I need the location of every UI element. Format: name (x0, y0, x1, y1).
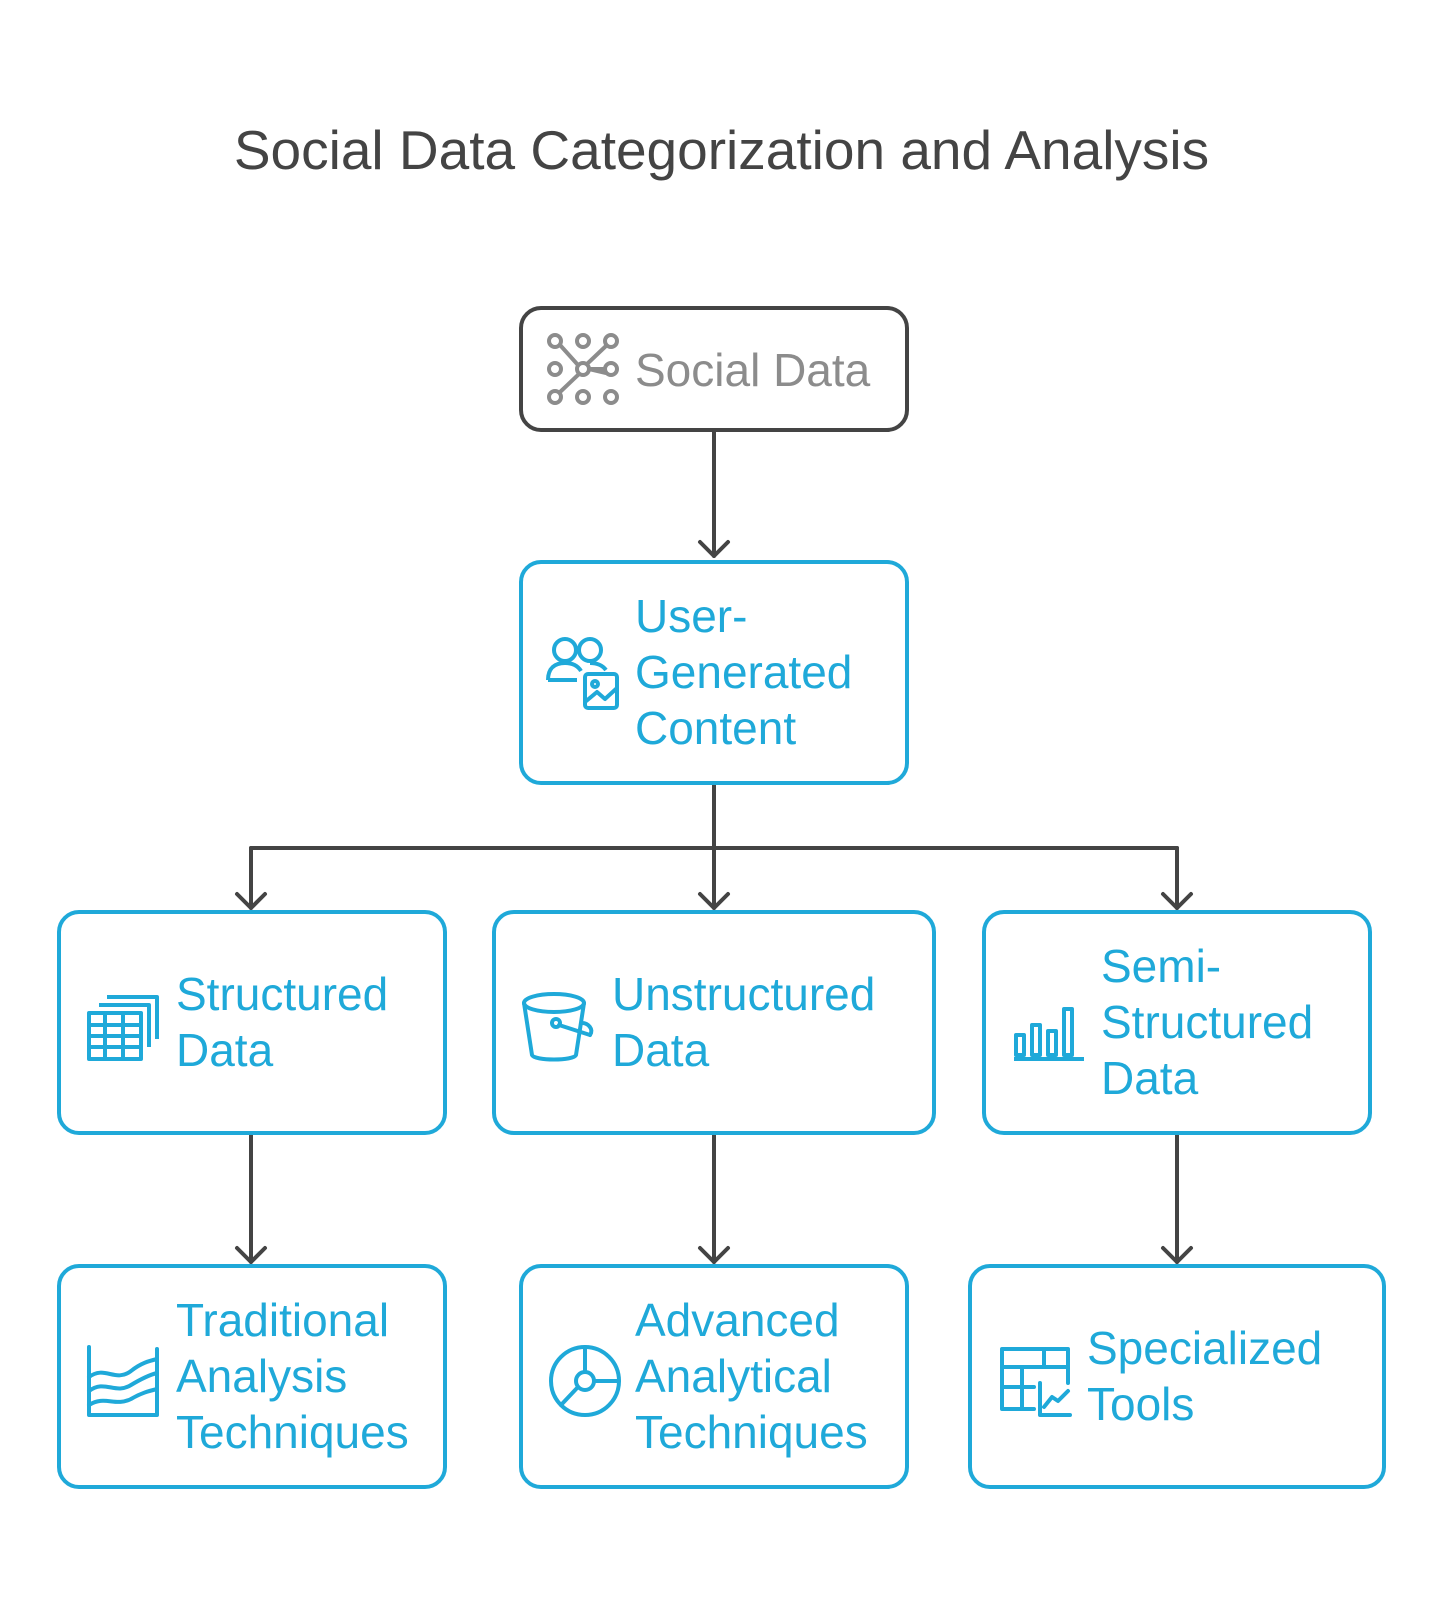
node-label: User- Generated Content (635, 590, 853, 754)
network-icon (547, 333, 619, 405)
pie-chart-icon (549, 1345, 621, 1417)
node-user-generated-content[interactable]: User- Generated Content (519, 560, 909, 785)
node-advanced-analytical-techniques[interactable]: Advanced Analytical Techniques (519, 1264, 909, 1489)
node-specialized-tools[interactable]: Specialized Tools (968, 1264, 1386, 1489)
node-semi-structured-data[interactable]: Semi- Structured Data (982, 910, 1372, 1135)
node-label: Specialized Tools (1087, 1322, 1323, 1430)
page-title: Social Data Categorization and Analysis (233, 119, 1210, 181)
node-label: Semi- Structured Data (1101, 940, 1314, 1104)
arrowhead-semi (1161, 892, 1193, 910)
node-label: Unstructured Data (612, 968, 876, 1076)
arrowhead-ugc (698, 540, 730, 558)
bucket-icon (522, 992, 594, 1062)
node-social-data[interactable]: Social Data (519, 306, 909, 432)
users-image-icon (546, 637, 619, 710)
node-traditional-analysis-techniques[interactable]: Traditional Analysis Techniques (57, 1264, 447, 1489)
node-structured-data[interactable]: Structured Data (57, 910, 447, 1135)
node-label: Social Data (635, 344, 871, 396)
arrowhead-traditional (235, 1246, 267, 1264)
bar-chart-icon (1014, 1007, 1084, 1061)
arrowhead-structured (235, 892, 267, 910)
arrowhead-specialized (1161, 1246, 1193, 1264)
node-label: Structured Data (176, 968, 389, 1076)
node-label: Advanced Analytical Techniques (635, 1294, 868, 1458)
node-label: Traditional Analysis Techniques (176, 1294, 409, 1458)
node-unstructured-data[interactable]: Unstructured Data (492, 910, 936, 1135)
area-chart-icon (87, 1345, 159, 1417)
table-stack-icon (87, 995, 159, 1061)
arrowhead-unstructured (698, 892, 730, 910)
table-chart-icon (1000, 1347, 1072, 1417)
arrowhead-advanced (698, 1246, 730, 1264)
